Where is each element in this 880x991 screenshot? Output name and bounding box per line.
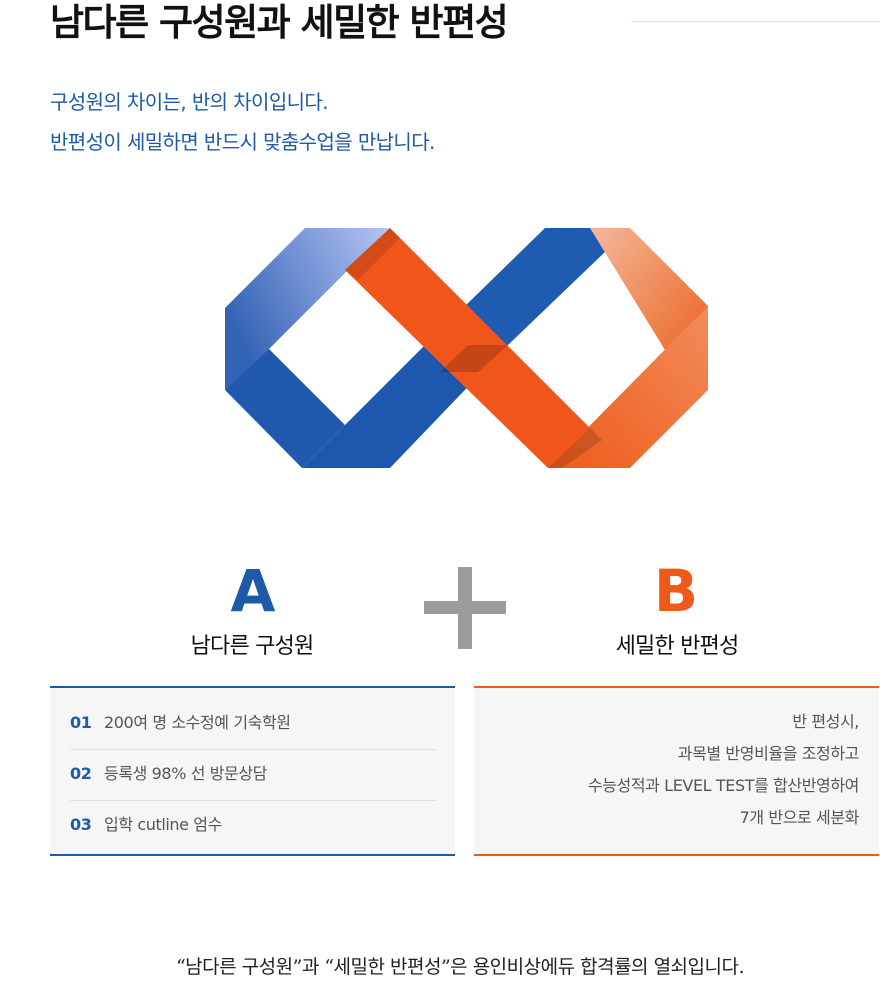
list-item-text: 200여 명 소수정예 기숙학원 bbox=[104, 713, 291, 732]
column-b-description: 반 편성시, 과목별 반영비율을 조정하고 수능성적과 LEVEL TEST를 … bbox=[587, 706, 860, 834]
column-a-list: 01 200여 명 소수정예 기숙학원 02 등록생 98% 선 방문상담 03 입학… bbox=[70, 699, 436, 851]
page-title: 남다른 구성원과 세밀한 반편성 bbox=[50, 1, 509, 44]
column-b-line-4: 7개 반으로 세분화 bbox=[739, 808, 860, 827]
footer-statement: “남다른 구성원”과 “세밀한 반편성”은 용인비상에듀 합격률의 열쇠입니다. bbox=[175, 956, 745, 978]
ribbon-fold-shadow-1 bbox=[345, 228, 400, 280]
ribbon-fold-shadow-3 bbox=[548, 428, 602, 468]
column-b-letter: B bbox=[653, 557, 699, 625]
ribbon-orange-diagonal bbox=[345, 228, 590, 468]
column-b-line-1: 반 편성시, bbox=[792, 712, 859, 731]
column-a-label: 남다른 구성원 bbox=[190, 634, 315, 659]
list-item: 01 200여 명 소수정예 기숙학원 bbox=[70, 699, 436, 750]
ribbon-fold-shadow-2 bbox=[440, 345, 508, 372]
list-item-number: 01 bbox=[70, 713, 92, 732]
intro-line-1: 구성원의 차이는, 반의 차이입니다. bbox=[50, 90, 329, 114]
list-item-number: 03 bbox=[70, 815, 92, 834]
list-item: 02 등록생 98% 선 방문상담 bbox=[70, 750, 436, 801]
title-divider bbox=[631, 21, 880, 22]
column-b-label: 세밀한 반편성 bbox=[615, 634, 740, 659]
plus-icon bbox=[424, 567, 506, 649]
list-item-text: 입학 cutline 엄수 bbox=[104, 815, 222, 834]
column-a-panel: 01 200여 명 소수정예 기숙학원 02 등록생 98% 선 방문상담 03 입학… bbox=[50, 686, 455, 856]
column-b-line-2: 과목별 반영비율을 조정하고 bbox=[677, 744, 860, 763]
ribbon-blue-bottom-left bbox=[225, 348, 345, 468]
intro-text: 구성원의 차이는, 반의 차이입니다. 반편성이 세밀하면 반드시 맞춤수업을 … bbox=[50, 82, 435, 162]
list-item-number: 02 bbox=[70, 764, 92, 783]
column-b-line-3: 수능성적과 LEVEL TEST를 합산반영하여 bbox=[587, 776, 860, 795]
column-b-panel: 반 편성시, 과목별 반영비율을 조정하고 수능성적과 LEVEL TEST를 … bbox=[474, 686, 879, 856]
intro-line-2: 반편성이 세밀하면 반드시 맞춤수업을 만납니다. bbox=[50, 130, 435, 154]
ribbon-orange-top-right bbox=[590, 228, 708, 350]
column-a-letter: A bbox=[230, 557, 276, 625]
infinity-ribbon-graphic bbox=[225, 228, 708, 468]
list-item: 03 입학 cutline 엄수 bbox=[70, 801, 436, 851]
list-item-text: 등록생 98% 선 방문상담 bbox=[104, 764, 267, 783]
